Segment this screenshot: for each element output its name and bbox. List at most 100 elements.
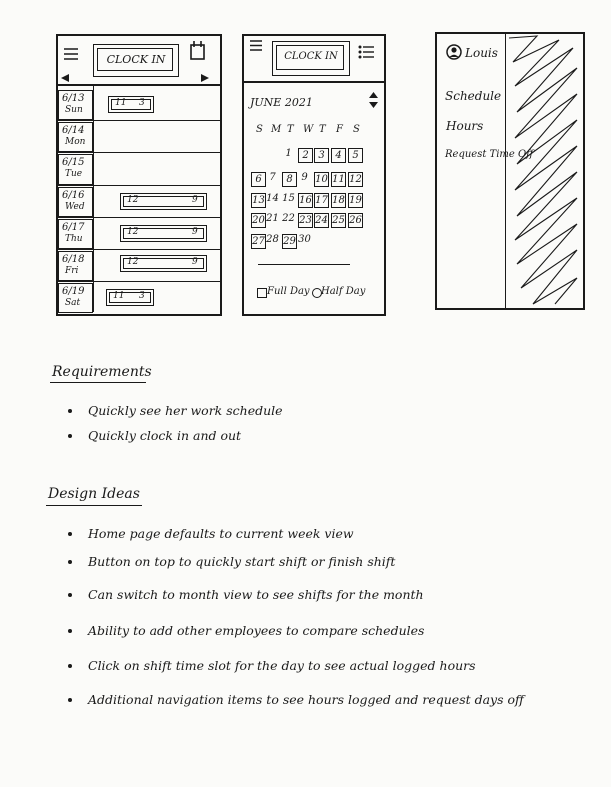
calendar-day[interactable]: 25 — [331, 213, 346, 228]
bullet-dot — [68, 629, 72, 633]
calendar-day[interactable]: 3 — [314, 148, 329, 163]
weekday-label: F — [336, 124, 343, 135]
calendar-day[interactable]: 8 — [282, 172, 297, 187]
day-column-divider — [93, 86, 94, 312]
bullet-dot — [68, 532, 72, 536]
shift-start-time: 12 — [127, 257, 139, 267]
calendar-day[interactable]: 9 — [301, 172, 308, 183]
clock-in-label: CLOCK IN — [106, 53, 166, 66]
day-date: 6/15 — [62, 157, 85, 169]
bullet-dot — [68, 434, 72, 438]
bullet-dot — [68, 409, 72, 413]
bullet-item: Button on top to quickly start shift or … — [88, 554, 396, 569]
drawer-shading-scribble — [508, 35, 578, 305]
month-switch-icon[interactable] — [369, 92, 378, 108]
calendar-day[interactable]: 6 — [251, 172, 266, 187]
calendar-day[interactable]: 26 — [348, 213, 363, 228]
bullet-item: Quickly see her work schedule — [88, 403, 283, 418]
hamburger-menu-icon[interactable] — [250, 40, 262, 51]
shift-slot[interactable]: 12 9 — [120, 255, 207, 272]
day-date: 6/19 — [62, 286, 85, 298]
user-name: Louis — [465, 46, 498, 60]
drawer-edge — [505, 32, 506, 308]
requirements-heading: Requirements — [52, 364, 152, 380]
calendar-day[interactable]: 21 — [266, 213, 279, 224]
calendar-day[interactable]: 2 — [298, 148, 313, 163]
day-date: 6/18 — [62, 254, 85, 265]
shift-slot[interactable]: 12 9 — [120, 224, 207, 242]
calendar-day[interactable]: 7 — [269, 172, 276, 183]
calendar-day[interactable]: 1 — [285, 148, 292, 159]
design-ideas-heading: Design Ideas — [48, 486, 140, 502]
shift-end-time: 3 — [139, 291, 145, 302]
calendar-day[interactable]: 28 — [266, 234, 279, 245]
shift-end-time: 9 — [192, 257, 198, 267]
calendar-day[interactable]: 19 — [348, 193, 363, 208]
nav-item-request-time-off[interactable]: Request Time Off — [445, 149, 534, 160]
day-name: Fri — [65, 266, 79, 276]
calendar-day[interactable]: 22 — [282, 213, 295, 224]
list-view-icon[interactable] — [358, 45, 374, 59]
full-day-checkbox[interactable] — [257, 288, 267, 298]
week-row-divider — [56, 120, 220, 122]
calendar-day[interactable]: 5 — [348, 148, 363, 163]
calendar-day[interactable]: 30 — [298, 234, 311, 245]
calendar-day[interactable]: 15 — [282, 193, 295, 204]
calendar-day[interactable]: 27 — [251, 234, 266, 249]
calendar-day[interactable]: 16 — [298, 193, 313, 208]
calendar-day[interactable]: 18 — [331, 193, 346, 208]
calendar-day[interactable]: 24 — [314, 213, 329, 228]
calendar-day[interactable]: 4 — [331, 148, 346, 163]
requirements-underline — [50, 382, 146, 383]
shift-start-time: 12 — [127, 226, 139, 237]
calendar-day[interactable]: 14 — [266, 193, 279, 204]
nav-item-schedule[interactable]: Schedule — [445, 89, 502, 103]
design-ideas-underline — [46, 505, 142, 506]
week-row-divider — [56, 281, 220, 283]
calendar-day[interactable]: 17 — [314, 193, 329, 208]
calendar-toggle-icon[interactable] — [190, 40, 206, 60]
calendar-day[interactable]: 10 — [314, 172, 329, 187]
hamburger-menu-icon[interactable] — [64, 48, 78, 60]
weekday-label: S — [256, 124, 263, 135]
clock-in-button[interactable]: CLOCK IN — [93, 44, 179, 77]
bullet-item: Click on shift time slot for the day to … — [88, 658, 476, 673]
previous-week-icon[interactable] — [61, 74, 69, 82]
calendar-day[interactable]: 20 — [251, 213, 266, 228]
day-name: Mon — [65, 137, 86, 148]
half-day-label: Half Day — [321, 286, 366, 297]
weekday-label: M — [271, 124, 282, 135]
bullet-dot — [68, 664, 72, 668]
day-name: Thu — [65, 233, 83, 244]
calendar-day[interactable]: 29 — [282, 234, 297, 249]
calendar-day[interactable]: 12 — [348, 172, 363, 187]
clock-in-button[interactable]: CLOCK IN — [272, 41, 350, 76]
bullet-item: Can switch to month view to see shifts f… — [88, 587, 424, 602]
week-row-divider — [56, 216, 220, 218]
nav-item-hours[interactable]: Hours — [446, 119, 484, 133]
full-day-label: Full Day — [267, 286, 310, 297]
calendar-day[interactable]: 13 — [251, 193, 266, 208]
bullet-item: Ability to add other employees to compar… — [88, 623, 425, 638]
next-week-icon[interactable] — [201, 74, 209, 82]
weekday-label: S — [353, 124, 360, 135]
weekday-label: T — [287, 124, 294, 135]
bullet-item: Additional navigation items to see hours… — [88, 692, 524, 707]
calendar-day[interactable]: 11 — [331, 172, 346, 187]
calendar-day[interactable]: 23 — [298, 213, 313, 228]
month-view-sketch — [242, 34, 386, 316]
week-row-divider — [56, 249, 220, 250]
shift-end-time: 9 — [192, 226, 198, 237]
week-row-divider — [56, 152, 220, 154]
half-day-radio[interactable] — [312, 288, 322, 298]
